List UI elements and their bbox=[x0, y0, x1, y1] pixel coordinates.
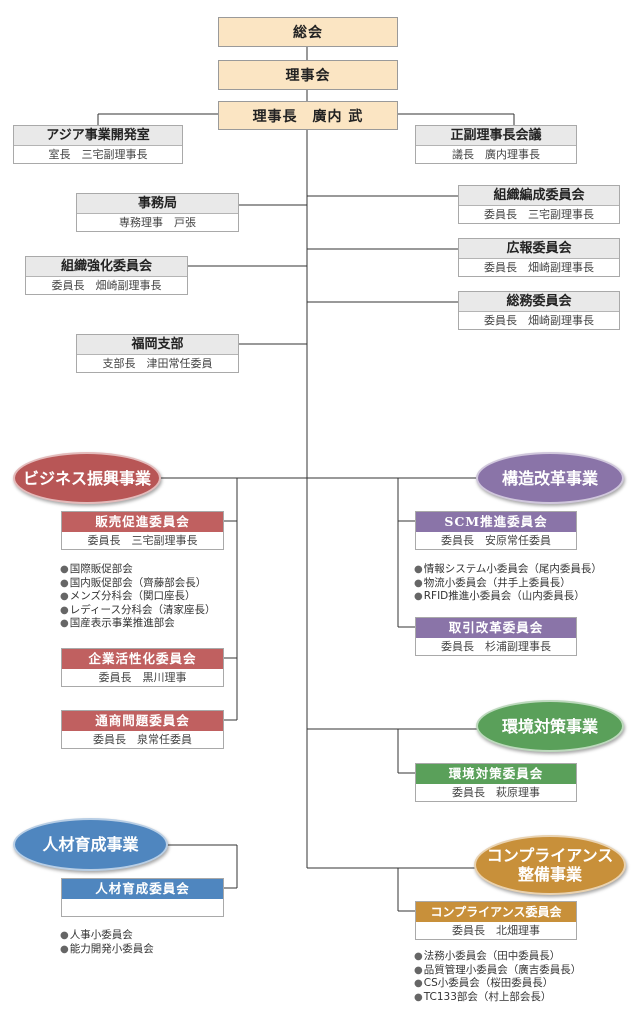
board-label: 理事会 bbox=[285, 68, 331, 84]
hr-committee-box: 人材育成委員会 bbox=[61, 878, 224, 917]
environment-committee-title: 環境対策委員会 bbox=[416, 764, 576, 784]
hr-division-label: 人材育成事業 bbox=[42, 835, 139, 854]
list-item: メンズ分科会（関口座長） bbox=[60, 590, 215, 604]
chairman-label: 理事長 廣内 武 bbox=[252, 108, 364, 125]
scm-committee-head: 委員長 安原常任委員 bbox=[441, 534, 551, 547]
secretariat-head: 専務理事 戸張 bbox=[119, 216, 196, 229]
list-item: 国内販促部会（齊藤部会長） bbox=[60, 577, 215, 591]
org-strength-committee-box: 組織強化委員会 委員長 畑崎副理事長 bbox=[25, 256, 188, 295]
chairman-box: 理事長 廣内 武 bbox=[218, 101, 398, 130]
business-division-label: ビジネス振興事業 bbox=[22, 468, 151, 488]
fukuoka-branch-head: 支部長 津田常任委員 bbox=[102, 357, 213, 370]
org-strength-committee-title: 組織強化委員会 bbox=[26, 257, 187, 277]
corporate-revitalization-committee-head: 委員長 黒川理事 bbox=[98, 671, 187, 684]
vice-chairman-meeting-head: 議長 廣内理事長 bbox=[452, 148, 540, 161]
hr-committee-head bbox=[62, 899, 223, 916]
environment-division-oval: 環境対策事業 bbox=[476, 700, 624, 752]
list-item: CS小委員会（桜田委員長） bbox=[414, 977, 581, 991]
pr-committee-title: 広報委員会 bbox=[459, 239, 619, 259]
environment-division-label: 環境対策事業 bbox=[501, 716, 598, 736]
asia-office-title: アジア事業開発室 bbox=[14, 126, 182, 146]
fukuoka-branch-box: 福岡支部 支部長 津田常任委員 bbox=[76, 334, 239, 373]
vice-chairman-meeting-box: 正副理事長会議 議長 廣内理事長 bbox=[415, 125, 577, 164]
trade-issues-committee-box: 通商問題委員会 委員長 泉常任委員 bbox=[61, 710, 224, 749]
asia-office-box: アジア事業開発室 室長 三宅副理事長 bbox=[13, 125, 183, 164]
vice-chairman-meeting-title: 正副理事長会議 bbox=[416, 126, 576, 146]
sales-promotion-committee-head: 委員長 三宅副理事長 bbox=[87, 534, 198, 547]
general-meeting-box: 総会 bbox=[218, 17, 398, 47]
trade-reform-committee-head: 委員長 杉浦副理事長 bbox=[441, 640, 551, 653]
trade-issues-committee-head: 委員長 泉常任委員 bbox=[93, 733, 192, 746]
scm-committee-title: SCM推進委員会 bbox=[416, 512, 576, 532]
compliance-division-label-line1: コンプライアンス bbox=[486, 846, 614, 865]
list-item: 国産表示事業推進部会 bbox=[60, 617, 215, 631]
fukuoka-branch-title: 福岡支部 bbox=[77, 335, 238, 355]
org-reform-committee-head: 委員長 三宅副理事長 bbox=[484, 208, 594, 221]
general-affairs-committee-head: 委員長 畑崎副理事長 bbox=[484, 314, 594, 327]
scm-committee-box: SCM推進委員会 委員長 安原常任委員 bbox=[415, 511, 577, 550]
compliance-committee-title: コンプライアンス委員会 bbox=[416, 902, 576, 922]
asia-office-head: 室長 三宅副理事長 bbox=[48, 148, 148, 161]
general-affairs-committee-title: 総務委員会 bbox=[459, 292, 619, 312]
pr-committee-head: 委員長 畑崎副理事長 bbox=[484, 261, 594, 274]
corporate-revitalization-committee-title: 企業活性化委員会 bbox=[62, 649, 223, 669]
list-item: 物流小委員会（井手上委員長） bbox=[414, 577, 602, 591]
org-reform-committee-title: 組織編成委員会 bbox=[459, 186, 619, 206]
trade-issues-committee-title: 通商問題委員会 bbox=[62, 711, 223, 731]
board-box: 理事会 bbox=[218, 60, 398, 90]
list-item: 国際販促部会 bbox=[60, 563, 215, 577]
sales-promotion-committee-box: 販売促進委員会 委員長 三宅副理事長 bbox=[61, 511, 224, 550]
business-subcommittee-list: 国際販促部会 国内販促部会（齊藤部会長） メンズ分科会（関口座長） レディース分… bbox=[60, 563, 216, 631]
hr-committee-title: 人材育成委員会 bbox=[62, 879, 223, 899]
general-affairs-committee-box: 総務委員会 委員長 畑崎副理事長 bbox=[458, 291, 620, 330]
environment-committee-head: 委員長 萩原理事 bbox=[452, 786, 540, 799]
secretariat-title: 事務局 bbox=[77, 194, 238, 214]
structure-subcommittee-list: 情報システム小委員会（尾内委員長） 物流小委員会（井手上委員長） RFID推進小… bbox=[414, 563, 602, 604]
pr-committee-box: 広報委員会 委員長 畑崎副理事長 bbox=[458, 238, 620, 277]
compliance-committee-head: 委員長 北畑理事 bbox=[452, 924, 540, 937]
list-item: 情報システム小委員会（尾内委員長） bbox=[414, 563, 602, 577]
compliance-committee-box: コンプライアンス委員会 委員長 北畑理事 bbox=[415, 901, 577, 940]
org-strength-committee-head: 委員長 畑崎副理事長 bbox=[51, 279, 162, 292]
environment-committee-box: 環境対策委員会 委員長 萩原理事 bbox=[415, 763, 577, 802]
business-division-oval: ビジネス振興事業 bbox=[13, 452, 161, 504]
list-item: TC133部会（村上部会長） bbox=[414, 991, 581, 1005]
structure-division-label: 構造改革事業 bbox=[501, 468, 598, 488]
compliance-division-label-line2: 整備事業 bbox=[517, 865, 582, 884]
list-item: 品質管理小委員会（廣吉委員長） bbox=[414, 964, 582, 978]
org-reform-committee-box: 組織編成委員会 委員長 三宅副理事長 bbox=[458, 185, 620, 224]
secretariat-box: 事務局 専務理事 戸張 bbox=[76, 193, 239, 232]
list-item: レディース分科会（清家座長） bbox=[60, 604, 216, 618]
list-item: 人事小委員会 bbox=[60, 929, 154, 943]
compliance-division-oval: コンプライアンス 整備事業 bbox=[474, 835, 626, 895]
compliance-subcommittee-list: 法務小委員会（田中委員長） 品質管理小委員会（廣吉委員長） CS小委員会（桜田委… bbox=[414, 950, 582, 1005]
structure-division-oval: 構造改革事業 bbox=[476, 452, 624, 504]
sales-promotion-committee-title: 販売促進委員会 bbox=[62, 512, 223, 532]
hr-subcommittee-list: 人事小委員会 能力開発小委員会 bbox=[60, 929, 154, 956]
hr-division-oval: 人材育成事業 bbox=[13, 818, 168, 871]
list-item: 能力開発小委員会 bbox=[60, 943, 154, 957]
general-meeting-label: 総会 bbox=[293, 25, 323, 41]
trade-reform-committee-title: 取引改革委員会 bbox=[416, 618, 576, 638]
corporate-revitalization-committee-box: 企業活性化委員会 委員長 黒川理事 bbox=[61, 648, 224, 687]
list-item: RFID推進小委員会（山内委員長） bbox=[414, 590, 602, 604]
list-item: 法務小委員会（田中委員長） bbox=[414, 950, 581, 964]
trade-reform-committee-box: 取引改革委員会 委員長 杉浦副理事長 bbox=[415, 617, 577, 656]
